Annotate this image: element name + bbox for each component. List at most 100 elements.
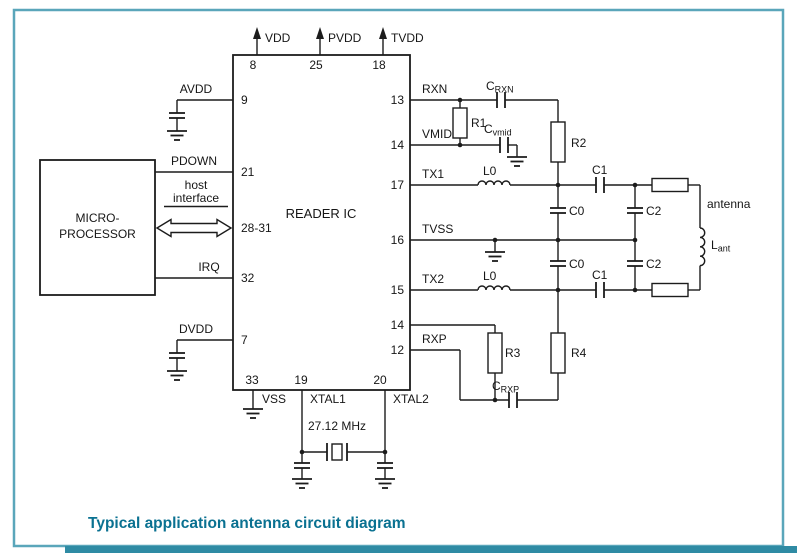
tx2-net: TX2 15 L0 C1	[391, 268, 700, 299]
pin-number: 14	[391, 138, 405, 152]
arrow-up-icon	[379, 27, 387, 39]
junction-dot	[457, 142, 463, 148]
pin-number: 33	[245, 373, 259, 387]
pin-label: XTAL1	[310, 392, 346, 406]
resistor-ra	[651, 177, 689, 193]
junction-dot	[492, 237, 498, 243]
pin-label: VSS	[262, 392, 286, 406]
component-label: L0	[483, 269, 497, 283]
double-arrow-icon	[155, 218, 233, 238]
junction-dot	[492, 397, 498, 403]
figure-caption: Typical application antenna circuit diag…	[88, 515, 406, 532]
supply-pin-pvdd: PVDD 25	[309, 27, 362, 72]
pin-number: 14	[391, 318, 405, 332]
supply-pin-tvdd: TVDD 18	[372, 27, 424, 72]
pin-number: 21	[241, 165, 255, 179]
tx1-net: TX1 17 L0 C1	[391, 163, 700, 194]
supply-label: PVDD	[328, 31, 362, 45]
dvdd-pin-net: DVDD 7	[166, 322, 248, 381]
reader-ic-label: READER IC	[286, 206, 357, 221]
pin-number: 20	[373, 373, 387, 387]
pin-number: 32	[241, 271, 255, 285]
crystal-symbol	[331, 443, 343, 461]
crystal-oscillator-circuit: 19 20 XTAL1 XTAL2 27.12 MHz	[291, 373, 429, 489]
inductor-l0	[477, 285, 511, 291]
ground-symbol	[484, 251, 506, 262]
vss-pin-net: 33 VSS	[242, 373, 286, 419]
capacitor-c0	[549, 260, 567, 267]
vmid2-r3-net: 14 R3	[391, 318, 521, 400]
pin-label: TX2	[422, 272, 444, 286]
capacitor-c-vmid	[499, 136, 509, 154]
irq-pin-net: IRQ 32	[155, 260, 255, 285]
pin-label: IRQ	[198, 260, 219, 274]
capacitor-symbol	[376, 462, 394, 469]
antenna-branch: antenna Lant	[699, 185, 751, 290]
arrow-up-icon	[253, 27, 261, 39]
pin-label: XTAL2	[393, 392, 429, 406]
capacitor-c0	[549, 207, 567, 214]
resistor-r3	[487, 332, 503, 374]
pin-label: AVDD	[180, 82, 213, 96]
resistor-r1: R1	[452, 100, 487, 145]
pin-number: 19	[294, 373, 308, 387]
capacitor-symbol	[168, 352, 186, 359]
resistor-ra	[651, 282, 689, 298]
inductor-l0	[477, 180, 511, 186]
capacitor-c2	[626, 260, 644, 267]
pin-label: PDOWN	[171, 154, 217, 168]
ground-symbol	[291, 478, 313, 489]
component-label: R2	[571, 136, 587, 150]
host-interface-label: interface	[173, 191, 219, 205]
pin-label: VMID	[422, 127, 452, 141]
ground-symbol	[166, 130, 188, 141]
crystal-frequency-label: 27.12 MHz	[308, 419, 366, 433]
pin-number: 18	[372, 58, 386, 72]
component-label: R3	[505, 346, 521, 360]
pin-number: 28-31	[241, 221, 272, 235]
component-label: C1	[592, 268, 608, 282]
resistor-r4	[550, 332, 566, 374]
pin-number: 7	[241, 333, 248, 347]
component-label: C0	[569, 257, 585, 271]
capacitor-c1	[595, 176, 605, 194]
pin-number: 8	[250, 58, 257, 72]
host-interface-bus: host interface 28-31	[155, 178, 272, 238]
pin-label: RXP	[422, 332, 447, 346]
component-label: L0	[483, 164, 497, 178]
component-label: C2	[646, 257, 662, 271]
supply-label: TVDD	[391, 31, 424, 45]
arrow-up-icon	[316, 27, 324, 39]
pin-number: 25	[309, 58, 323, 72]
resistor-symbol	[452, 107, 468, 139]
resistor-r2: R2	[550, 100, 587, 185]
pin-number: 12	[391, 343, 405, 357]
resistor-symbol	[550, 121, 566, 163]
supply-pin-vdd: VDD 8	[250, 27, 291, 72]
footer-accent-bar	[65, 546, 797, 553]
pin-number: 17	[391, 178, 405, 192]
microprocessor-label: PROCESSOR	[59, 227, 136, 241]
component-label-c-rxp: CRXP	[492, 379, 519, 395]
component-label: R1	[471, 116, 487, 130]
pin-label: TX1	[422, 167, 444, 181]
microprocessor-block: MICRO- PROCESSOR	[39, 159, 156, 296]
ground-symbol	[166, 370, 188, 381]
ground-symbol	[374, 478, 396, 489]
inductor-lant	[699, 227, 706, 267]
component-label-c-vmid: Cvmid	[484, 122, 512, 138]
host-interface-label: host	[185, 178, 208, 192]
reader-ic-box	[232, 54, 411, 391]
component-label: C2	[646, 204, 662, 218]
tvss-net: TVSS 16	[391, 222, 638, 262]
microprocessor-box	[39, 159, 156, 296]
rxp-net: RXP 12 R4 CRXP	[391, 290, 587, 409]
supply-label: VDD	[265, 31, 291, 45]
component-label: C1	[592, 163, 608, 177]
component-label-c-rxn: CRXN	[486, 79, 514, 95]
c0-capacitor-rail: C0 C0	[549, 185, 585, 290]
pdown-pin-net: PDOWN 21	[155, 154, 255, 179]
vmid-net: VMID 14 Cvmid	[391, 122, 528, 167]
